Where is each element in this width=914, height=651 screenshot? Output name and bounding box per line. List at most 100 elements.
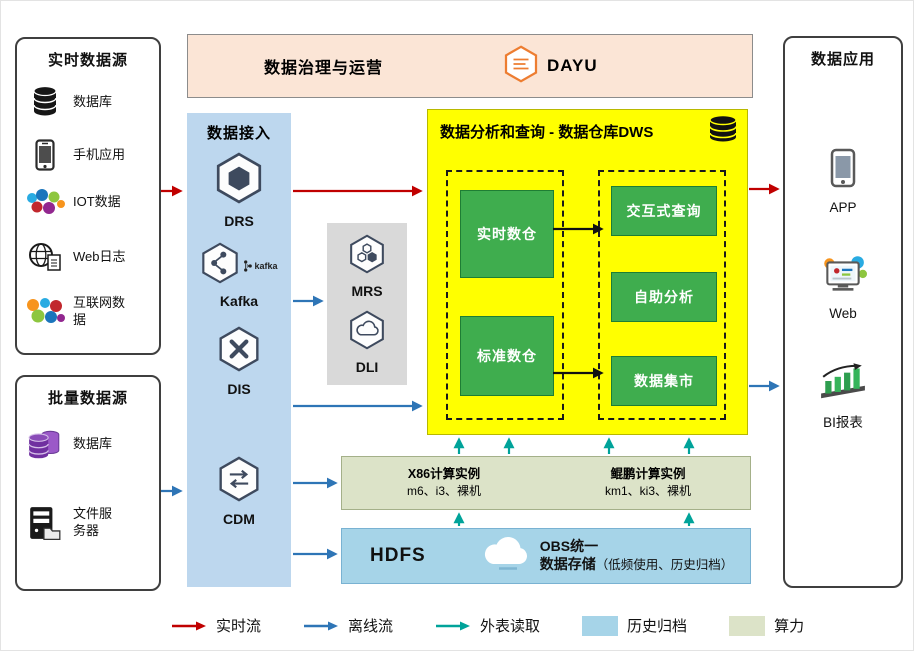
realtime-sources-title: 实时数据源	[47, 52, 128, 69]
ingestion-column: 数据接入 DRS	[187, 113, 291, 587]
source-item-file-server: 文件服务器	[17, 505, 159, 541]
self-service-analysis-label: 自助分析	[634, 289, 694, 305]
service-mrs: MRS	[327, 233, 407, 299]
database-purple-icon	[17, 427, 73, 461]
kunpeng-compute: 鲲鹏计算实例 km1、ki3、裸机	[546, 457, 750, 509]
database-icon	[17, 85, 73, 119]
kafka-badge-label: kafka	[254, 260, 278, 271]
source-item-batch-database: 数据库	[17, 427, 159, 461]
kafka-icon	[200, 241, 240, 290]
legend-realtime-arrow-icon	[172, 621, 206, 630]
source-item-iot: IOT数据	[17, 189, 159, 216]
realtime-sources-panel: 实时数据源 数据库 手机应用	[15, 37, 161, 355]
warehouse-group: 实时数仓 标准数仓	[446, 170, 564, 420]
dayu-group: DAYU	[503, 44, 598, 89]
query-group: 交互式查询 自助分析 数据集市	[598, 170, 726, 420]
obs-line1: OBS统一	[539, 537, 599, 554]
processing-box: MRS DLI	[327, 223, 407, 385]
kafka-logo-icon	[244, 259, 253, 272]
obs-cloud-icon	[480, 536, 532, 576]
obs-note: （低频使用、历史归档）	[595, 557, 734, 572]
mrs-icon	[348, 233, 386, 280]
kafka-badge: kafka	[243, 259, 278, 273]
standard-warehouse-label: 标准数仓	[477, 348, 537, 364]
dayu-label: DAYU	[547, 56, 598, 75]
legend-item-archive: 历史归档	[582, 615, 687, 636]
cdm-icon	[217, 455, 261, 508]
web-monitor-icon	[819, 256, 867, 299]
obs-text: OBS统一 数据存储（低频使用、历史归档）	[540, 537, 734, 576]
bi-report-icon	[819, 363, 867, 404]
standard-warehouse-box: 标准数仓	[460, 316, 554, 396]
interactive-query-label: 交互式查询	[626, 203, 702, 219]
legend: 实时流 离线流 外表读取 历史归档 算力	[171, 615, 804, 636]
legend-item-realtime-flow: 实时流	[171, 615, 261, 636]
service-kafka: kafka Kafka	[187, 241, 291, 309]
app-item-web: Web	[785, 256, 901, 321]
dayu-icon	[503, 44, 539, 89]
source-item-mobile-app: 手机应用	[17, 139, 159, 171]
legend-label: 离线流	[348, 618, 394, 635]
kunpeng-compute-title: 鲲鹏计算实例	[610, 467, 686, 482]
legend-label: 外表读取	[480, 618, 541, 635]
iot-icon	[17, 189, 73, 216]
source-item-label: 数据库	[73, 93, 113, 109]
service-label: Kafka	[219, 293, 259, 309]
app-item-label: APP	[829, 200, 857, 215]
legend-compute-swatch	[729, 615, 766, 636]
legend-label: 算力	[774, 618, 805, 635]
governance-banner: 数据治理与运营 DAYU	[187, 34, 753, 98]
source-item-label: 数据库	[73, 435, 113, 451]
interactive-query-box: 交互式查询	[611, 186, 717, 236]
source-item-label: Web日志	[73, 248, 126, 264]
applications-panel: 数据应用 APP	[783, 36, 903, 588]
service-label: MRS	[351, 283, 383, 299]
mobile-app-icon	[17, 139, 73, 171]
app-item-bi: BI报表	[785, 363, 901, 431]
legend-label: 实时流	[216, 618, 262, 635]
service-dli: DLI	[327, 309, 407, 375]
source-item-label: 互联网数据	[73, 295, 126, 327]
app-item-label: Web	[829, 306, 857, 321]
dws-panel: 数据分析和查询 - 数据仓库DWS 实时数仓 标准数仓 交互式查询 自助分析	[427, 109, 748, 435]
source-item-web-log: Web日志	[17, 242, 159, 272]
file-server-icon	[17, 505, 73, 541]
app-item-label: BI报表	[823, 415, 863, 430]
legend-item-external-read: 外表读取	[435, 615, 540, 636]
service-label: CDM	[223, 511, 255, 527]
legend-item-offline-flow: 离线流	[303, 615, 393, 636]
dws-title: 数据分析和查询 - 数据仓库DWS	[440, 124, 654, 141]
source-item-database: 数据库	[17, 85, 159, 119]
data-mart-label: 数据集市	[634, 373, 694, 389]
kunpeng-compute-subtitle: km1、ki3、裸机	[604, 484, 691, 499]
x86-compute-subtitle: m6、i3、裸机	[406, 484, 481, 499]
service-label: DLI	[355, 359, 379, 375]
service-dis: DIS	[187, 325, 291, 397]
legend-external-read-arrow-icon	[436, 621, 471, 630]
obs-line2: 数据存储	[539, 555, 596, 572]
legend-offline-arrow-icon	[304, 621, 339, 630]
source-item-internet-data: 互联网数据	[17, 295, 159, 329]
source-item-label: 手机应用	[73, 146, 126, 162]
service-cdm: CDM	[187, 455, 291, 527]
realtime-warehouse-label: 实时数仓	[477, 226, 537, 242]
service-drs: DRS	[187, 151, 291, 229]
dis-icon	[217, 325, 261, 378]
source-item-label: 文件服务器	[73, 506, 113, 538]
dws-database-icon	[706, 114, 740, 149]
compute-panel: X86计算实例 m6、i3、裸机 鲲鹏计算实例 km1、ki3、裸机	[341, 456, 751, 510]
service-label: DIS	[227, 381, 251, 397]
storage-panel: HDFS OBS统一 数据存储（低频使用、历史归档）	[341, 528, 751, 584]
legend-archive-swatch	[582, 615, 619, 636]
dli-icon	[348, 309, 386, 356]
legend-item-compute: 算力	[729, 615, 804, 636]
app-item-app: APP	[785, 148, 901, 215]
applications-title: 数据应用	[810, 51, 875, 68]
drs-icon	[214, 151, 264, 210]
x86-compute: X86计算实例 m6、i3、裸机	[342, 457, 546, 509]
legend-label: 历史归档	[627, 618, 688, 635]
data-mart-box: 数据集市	[611, 356, 717, 406]
kafka-icon-row: kafka	[200, 241, 278, 290]
batch-sources-title: 批量数据源	[47, 390, 128, 407]
